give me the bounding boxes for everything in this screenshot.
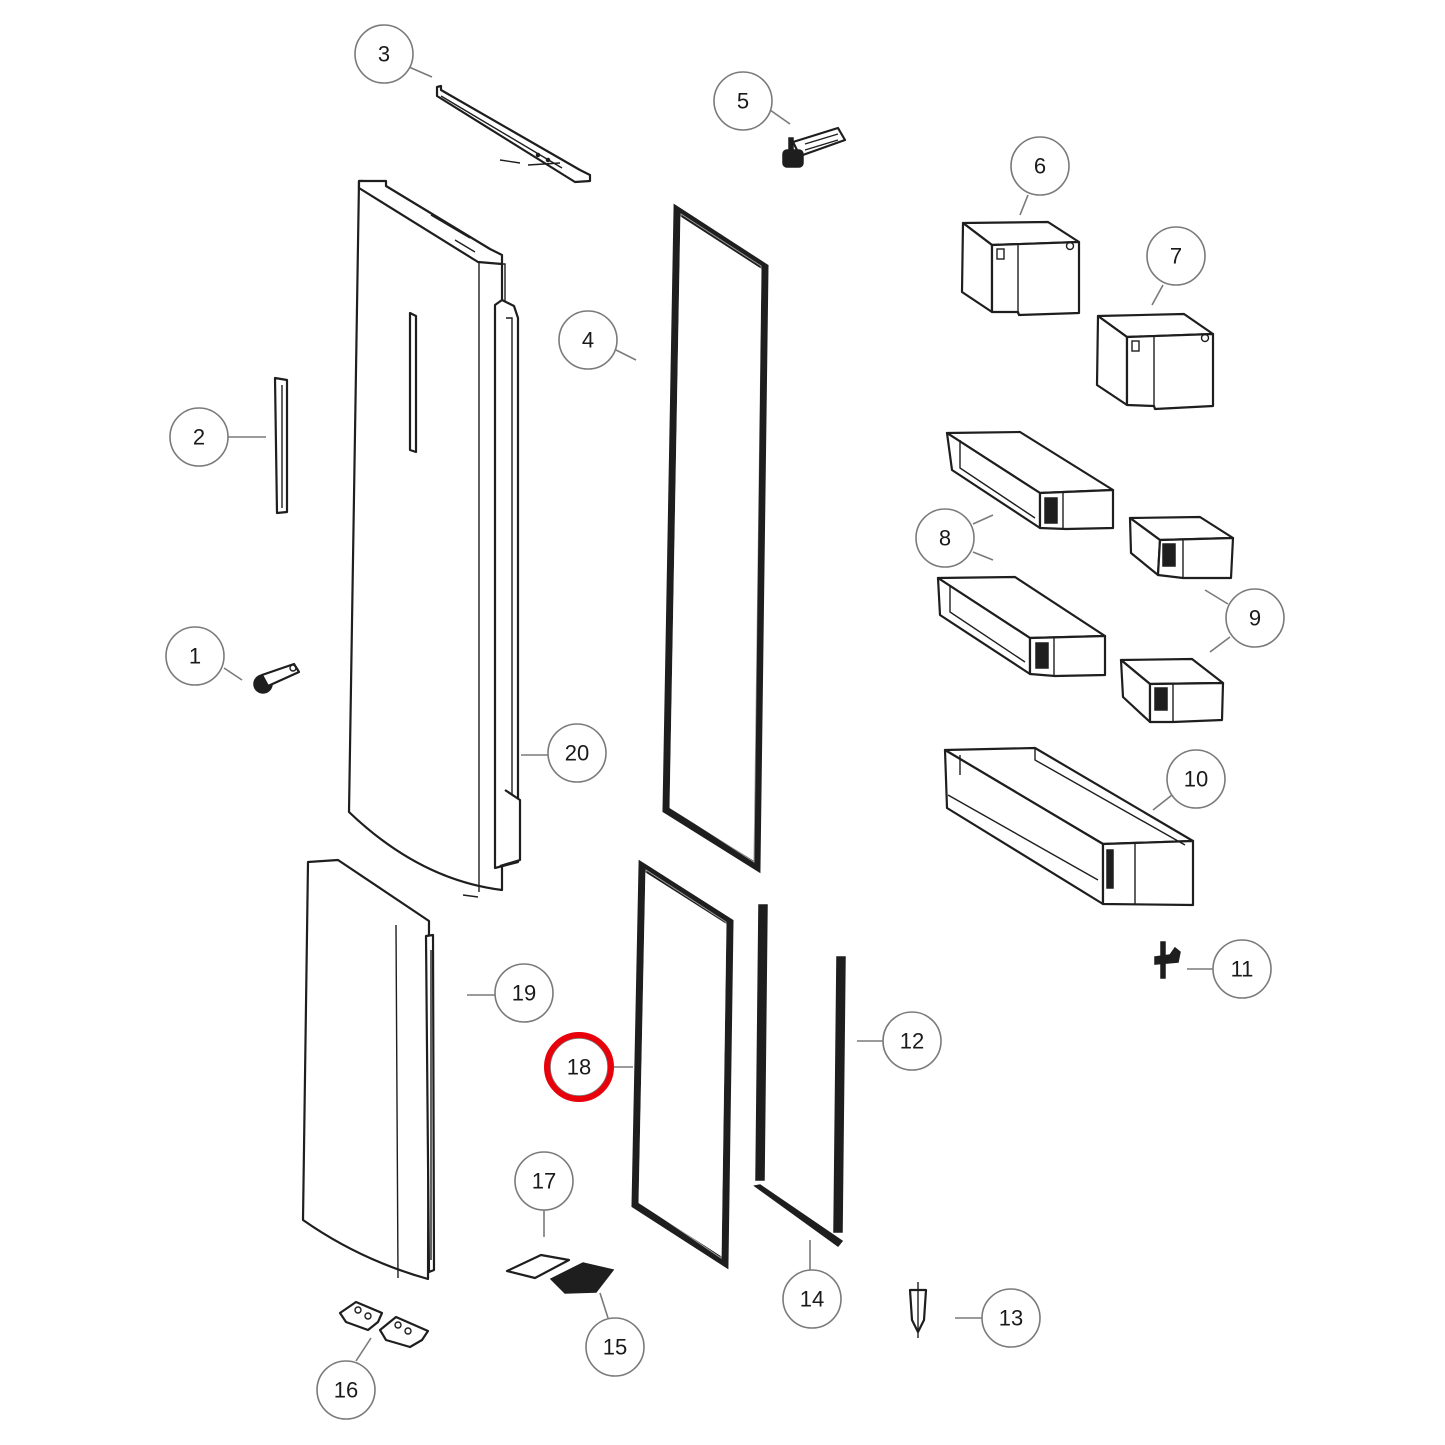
callout-circle[interactable] [713, 71, 773, 131]
callout-number: 14 [800, 1287, 824, 1312]
leader-line [223, 667, 243, 681]
leader-line [355, 1337, 372, 1362]
leader-line [408, 66, 433, 78]
highlight-ring [544, 1032, 614, 1102]
callout-circle[interactable] [494, 963, 554, 1023]
callout-number: 12 [900, 1029, 924, 1054]
part-door-shelf-9b [1119, 657, 1225, 724]
part-upper-gasket [662, 203, 769, 874]
callout-number: 16 [334, 1378, 358, 1403]
callout-circle[interactable] [915, 508, 975, 568]
callout-9[interactable]: 9 [1204, 588, 1285, 653]
callout-7[interactable]: 7 [1146, 226, 1206, 306]
part-dairy-bin-7 [1095, 312, 1215, 411]
callout-circle[interactable] [1225, 588, 1285, 648]
callout-circle[interactable] [1010, 136, 1070, 196]
leader-line [972, 514, 994, 525]
callout-number: 1 [189, 644, 201, 669]
callout-number: 20 [565, 741, 589, 766]
callout-circle[interactable] [169, 407, 229, 467]
callout-number: 19 [512, 981, 536, 1006]
callout-11[interactable]: 11 [1187, 939, 1272, 999]
callout-8[interactable]: 8 [915, 508, 994, 568]
callout-number: 10 [1184, 767, 1208, 792]
leader-line [1152, 794, 1173, 811]
part-upper-door [347, 179, 522, 898]
callout-2[interactable]: 2 [169, 407, 266, 467]
part-rivet [908, 1282, 928, 1338]
leader-line [972, 551, 994, 561]
callout-number: 11 [1231, 957, 1254, 982]
leader-line [1151, 284, 1164, 306]
part-door-shelf-8a [945, 430, 1115, 531]
leader-line [1209, 636, 1231, 653]
part-handle-trim [273, 376, 289, 515]
callout-circle[interactable] [558, 310, 618, 370]
leader-line [1204, 589, 1229, 605]
callout-number: 9 [1249, 606, 1261, 631]
callout-number: 6 [1034, 154, 1046, 179]
leader-line [769, 109, 791, 125]
callout-17[interactable]: 17 [514, 1151, 574, 1237]
part-lower-door [301, 858, 436, 1281]
callout-20[interactable]: 20 [521, 723, 607, 783]
callout-3[interactable]: 3 [354, 24, 433, 84]
part-stopper-pads [338, 1300, 430, 1349]
callout-circle[interactable] [1212, 939, 1272, 999]
callout-circle[interactable] [316, 1360, 376, 1420]
callout-4[interactable]: 4 [558, 310, 637, 370]
part-bottle-shelf [943, 746, 1195, 907]
leader-line [599, 1292, 609, 1319]
callout-12[interactable]: 12 [857, 1011, 942, 1071]
callout-number: 8 [939, 526, 951, 551]
callout-circle[interactable] [585, 1317, 645, 1377]
part-hinge-pin [1154, 941, 1181, 979]
callout-number: 13 [999, 1306, 1023, 1331]
part-door-shelf-9a [1128, 515, 1235, 580]
part-hinge-bracket [782, 126, 847, 168]
callout-number: 2 [193, 425, 205, 450]
callout-18[interactable]: 18 [544, 1032, 633, 1102]
callout-6[interactable]: 6 [1010, 136, 1070, 216]
part-lower-gasket [631, 859, 734, 1270]
callout-circle[interactable] [981, 1288, 1041, 1348]
part-top-cap [435, 84, 592, 184]
callout-number: 5 [737, 89, 749, 114]
callout-5[interactable]: 5 [713, 71, 791, 131]
callout-circle[interactable] [514, 1151, 574, 1211]
callout-1[interactable]: 1 [165, 626, 243, 686]
callout-10[interactable]: 10 [1152, 749, 1226, 811]
part-seal-strips [753, 904, 846, 1248]
callout-number: 3 [378, 42, 390, 67]
callout-14[interactable]: 14 [782, 1240, 842, 1329]
part-gasket-plate [505, 1253, 571, 1280]
callout-16[interactable]: 16 [316, 1337, 376, 1420]
callout-number: 4 [582, 328, 594, 353]
callout-number: 17 [532, 1169, 556, 1194]
leader-line [615, 349, 637, 361]
part-dairy-bin-6 [960, 220, 1081, 317]
leader-line [1019, 194, 1029, 216]
callout-circle[interactable] [547, 723, 607, 783]
callout-number: 18 [567, 1055, 591, 1080]
part-lower-hinge [253, 662, 301, 694]
callout-19[interactable]: 19 [467, 963, 554, 1023]
part-hinge-cover [549, 1262, 615, 1294]
callout-13[interactable]: 13 [955, 1288, 1041, 1348]
callout-number: 7 [1170, 244, 1182, 269]
callout-circle[interactable] [1166, 749, 1226, 809]
callout-number: 15 [603, 1335, 627, 1360]
callout-circle[interactable] [165, 626, 225, 686]
part-door-shelf-8b [936, 575, 1107, 678]
callout-circle[interactable] [354, 24, 414, 84]
callout-15[interactable]: 15 [585, 1292, 645, 1377]
callout-circle[interactable] [882, 1011, 942, 1071]
callout-circle[interactable] [782, 1269, 842, 1329]
callout-circle[interactable] [1146, 226, 1206, 286]
